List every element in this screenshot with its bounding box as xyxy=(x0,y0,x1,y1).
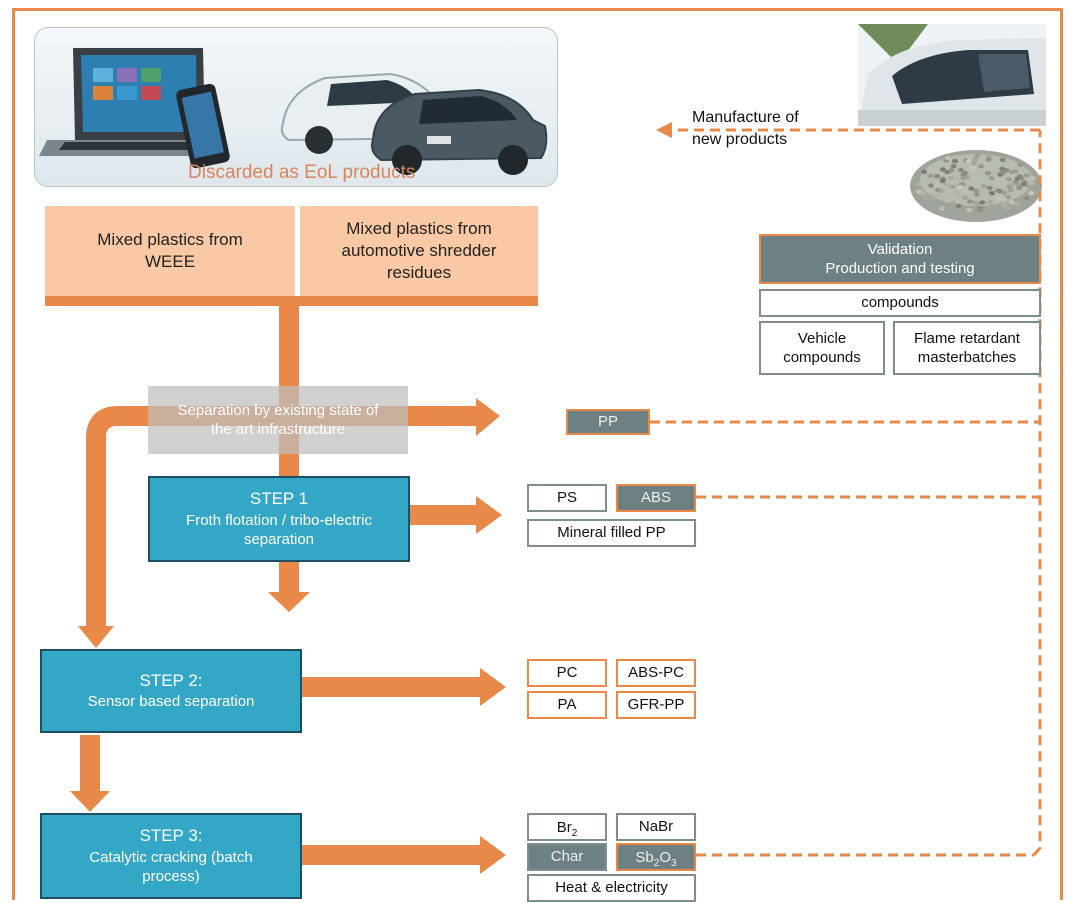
car-window-photo xyxy=(858,24,1046,126)
step2-down-shaft xyxy=(80,735,100,791)
weee-source-box: Mixed plastics from WEEE xyxy=(45,206,295,296)
trunk-arrow-head xyxy=(268,592,310,612)
br2-main: Br xyxy=(556,819,572,836)
output-mineral-pp: Mineral filled PP xyxy=(527,519,696,547)
weee-line1: Mixed plastics from xyxy=(97,229,243,249)
step1-line1: Froth flotation / tribo-electric xyxy=(186,511,372,529)
step3-arrow-head xyxy=(480,836,506,874)
step3-arrow-shaft xyxy=(302,845,480,865)
vehicle-compounds-box: Vehicle compounds xyxy=(759,321,885,375)
step2-arrow-shaft xyxy=(302,677,480,697)
sb2o3-sub1: 2 xyxy=(653,858,660,869)
separation-line2: the art infrastructure xyxy=(210,421,346,438)
step2-box: STEP 2: Sensor based separation xyxy=(40,649,302,733)
source-base-bar xyxy=(45,296,538,306)
validation-line1: Validation xyxy=(867,240,933,258)
car-icon xyxy=(371,88,548,175)
separation-box: Separation by existing state of the art … xyxy=(148,386,408,454)
validation-box: Validation Production and testing xyxy=(759,234,1041,284)
output-abs-pc: ABS-PC xyxy=(616,659,696,687)
output-sb2o3: Sb2O3 xyxy=(616,843,696,871)
validation-line2: Production and testing xyxy=(825,260,975,277)
step1-arrow-shaft xyxy=(410,505,476,525)
output-br2: Br2 xyxy=(527,813,607,841)
output-heat-electricity: Heat & electricity xyxy=(527,874,696,902)
output-nabr: NaBr xyxy=(616,813,696,841)
step1-arrow-head xyxy=(476,496,502,534)
eol-products-panel xyxy=(34,27,558,187)
step3-box: STEP 3: Catalytic cracking (batch proces… xyxy=(40,813,302,899)
sb2o3-sub2: 3 xyxy=(671,858,677,869)
manufacture-arrow-head xyxy=(656,122,672,138)
output-ps: PS xyxy=(527,484,607,512)
asr-line2: automotive shredder xyxy=(341,240,497,260)
sb2o3-a: Sb xyxy=(635,849,654,866)
manufacture-line2: new products xyxy=(692,130,788,148)
loop-arrow-shaft xyxy=(86,406,280,628)
flame-line1: Flame retardant xyxy=(914,329,1020,347)
plastic-pellets-photo xyxy=(904,128,1044,224)
output-pp: PP xyxy=(566,409,650,435)
vehicle-line2: compounds xyxy=(783,349,861,366)
manufacture-label: Manufacture of new products xyxy=(692,107,799,150)
separation-arrow-head xyxy=(476,398,500,436)
asr-line1: Mixed plastics from xyxy=(346,218,492,238)
eol-caption: Discarded as EoL products xyxy=(188,162,416,183)
br2-sub: 2 xyxy=(571,828,578,839)
compounds-box: compounds xyxy=(759,289,1041,317)
step2-arrow-head xyxy=(480,668,506,706)
step1-title: STEP 1 xyxy=(249,489,309,509)
manufacture-line1: Manufacture of xyxy=(692,109,799,126)
laptop-icon xyxy=(39,48,225,156)
diagram-frame xyxy=(12,8,1063,900)
separation-line1: Separation by existing state of xyxy=(177,401,379,419)
output-abs: ABS xyxy=(616,484,696,512)
step3-line1: Catalytic cracking (batch xyxy=(89,848,253,866)
step3-line2: process) xyxy=(142,868,200,886)
smartphone-icon xyxy=(176,83,230,169)
flame-retardant-box: Flame retardant masterbatches xyxy=(893,321,1041,375)
asr-line3: residues xyxy=(386,263,452,283)
sb2o3-b: O xyxy=(659,849,672,866)
step2-down-head xyxy=(70,791,110,812)
step2-line1: Sensor based separation xyxy=(87,693,255,711)
loop-arrow-head xyxy=(78,626,114,648)
output-pa: PA xyxy=(527,691,607,719)
output-gfr-pp: GFR-PP xyxy=(616,691,696,719)
weee-line2: WEEE xyxy=(144,252,196,271)
step3-title: STEP 3: xyxy=(139,826,203,846)
step2-title: STEP 2: xyxy=(139,671,203,691)
output-char: Char xyxy=(527,843,607,871)
output-pc: PC xyxy=(527,659,607,687)
step1-box: STEP 1 Froth flotation / tribo-electric … xyxy=(148,476,410,562)
flame-line2: masterbatches xyxy=(917,349,1017,366)
step1-line2: separation xyxy=(243,531,315,549)
vehicle-line1: Vehicle xyxy=(797,329,847,347)
asr-source-box: Mixed plastics from automotive shredder … xyxy=(300,206,538,296)
